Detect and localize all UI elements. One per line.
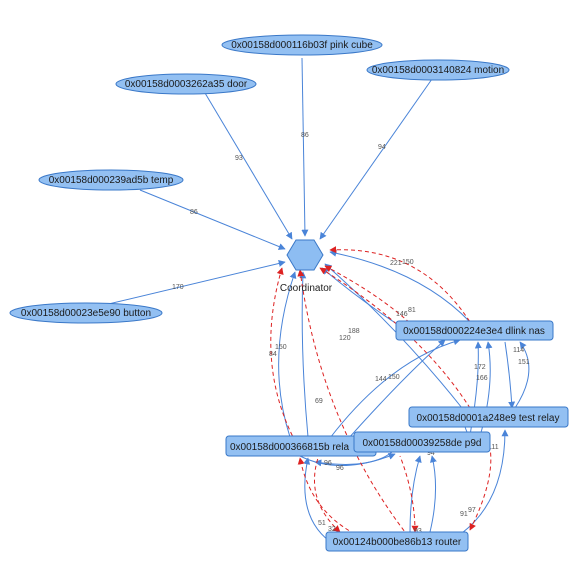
edge-dlink-coord-b [321,267,401,327]
node-label: 0x00158d0003140824 motion [372,65,504,76]
node-shape [325,531,469,552]
edge-door [204,92,293,240]
edge-label: 150 [388,374,400,381]
node-label: 0x00158d00023e5e90 button [21,308,151,319]
node-shape [366,59,510,81]
edge-label: 86 [301,132,309,139]
node-label: 0x00158d000239ad5b temp [49,175,174,186]
edge-label: 81 [408,307,416,314]
edge-testrelay-dlink [514,341,530,409]
edge-label: 84 [269,351,277,358]
edge-router-p9d-b [429,455,437,533]
edge-coord-router-dashed [297,269,406,533]
node-shape [353,431,491,453]
edge-relay-coord-a [278,271,297,438]
edge-label: 172 [474,364,486,371]
node-dlink-nas[interactable]: 0x00158d000224e3e4 dlink nas [395,320,554,341]
node-button[interactable]: 0x00158d00023e5e90 button [9,302,163,324]
node-router[interactable]: 0x00124b000be86b13 router [325,531,469,552]
edge-coord-dlink-dashed-2 [324,265,413,326]
edge-router-relay-dashed-2 [314,457,341,533]
node-test-relay[interactable]: 0x00158d0001a248e9 test relay [408,406,569,428]
edge-label: 166 [476,375,488,382]
edge-router-testrelay-dashed [469,447,492,531]
edge-label: 150 [402,259,414,266]
edge-router-relay-dashed [297,457,356,535]
edge-label: 170 [172,284,184,291]
edge-coord-testrelay-dashed [319,267,471,409]
node-label: 0x00158d000224e3e4 dlink nas [403,326,545,337]
edge-dlink-coord-a [329,249,471,323]
node-label: 0x00158d000366815b rela [230,442,349,453]
edge-router-p9d-dashed [399,455,419,533]
edge-label: 111 [488,444,499,451]
node-p9d[interactable]: 0x00158d00039258de p9d [353,431,491,453]
edge-label: 94 [378,144,386,151]
node-temp[interactable]: 0x00158d000239ad5b temp [38,169,184,191]
node-shape [221,34,383,56]
edge-label: 146 [396,311,408,318]
edge-label: 120 [339,335,351,342]
edge-relay-coord-b [299,271,309,438]
edge-relay-dlink-2 [339,339,446,449]
edge-label: 51 [318,520,326,527]
node-label: 0x00158d000116b03f pink cube [231,40,373,51]
edge-label: 188 [348,328,360,335]
edges-routers-solid [278,249,530,546]
edge-coord-relay-dashed [270,267,294,438]
edges-end-devices [99,57,433,307]
edge-label: 144 [375,376,387,383]
edge-label: 69 [315,398,323,405]
node-shape [9,302,163,324]
edge-temp [139,189,286,250]
edge-label: 96 [324,460,332,467]
node-pink-cube[interactable]: 0x00158d000116b03f pink cube [221,34,383,56]
edge-label: 97 [468,507,476,514]
edge-label: 150 [275,344,287,351]
coordinator-label: Coordinator [280,283,333,294]
edge-label: 151 [518,359,530,366]
edge-label: 114 [513,347,524,354]
edge-button [99,260,286,307]
node-shape [115,73,257,95]
coordinator-node[interactable]: Coordinator [280,239,333,294]
edge-router-p9d-a [409,455,422,533]
edge-label: 86 [190,209,198,216]
edge-motion [319,78,433,240]
node-label: 0x00124b000be86b13 router [333,537,462,548]
edge-label: 93 [235,155,243,162]
node-label: 0x00158d0001a248e9 test relay [417,413,560,424]
node-door[interactable]: 0x00158d0003262a35 door [115,73,257,95]
edge-label: 32 [328,526,336,533]
edge-label: 96 [336,465,344,472]
node-shape [395,320,554,341]
coordinator-hexagon-icon [286,239,324,271]
edge-label: 221 [390,260,402,267]
node-motion[interactable]: 0x00158d0003140824 motion [366,59,510,81]
edge-dlink-testrelay [504,341,516,409]
edge-label: 94 [427,450,435,457]
node-label: 0x00158d00039258de p9d [362,438,481,449]
edges-routers-dashed [270,246,492,535]
node-shape [408,406,569,428]
edge-label: 91 [460,511,468,518]
edge-pink-cube [301,57,309,237]
edge-label-group: 86 93 94 86 170 221 150 81 146 188 120 1… [172,132,530,535]
node-label: 0x00158d0003262a35 door [125,79,248,90]
node-shape [38,169,184,191]
